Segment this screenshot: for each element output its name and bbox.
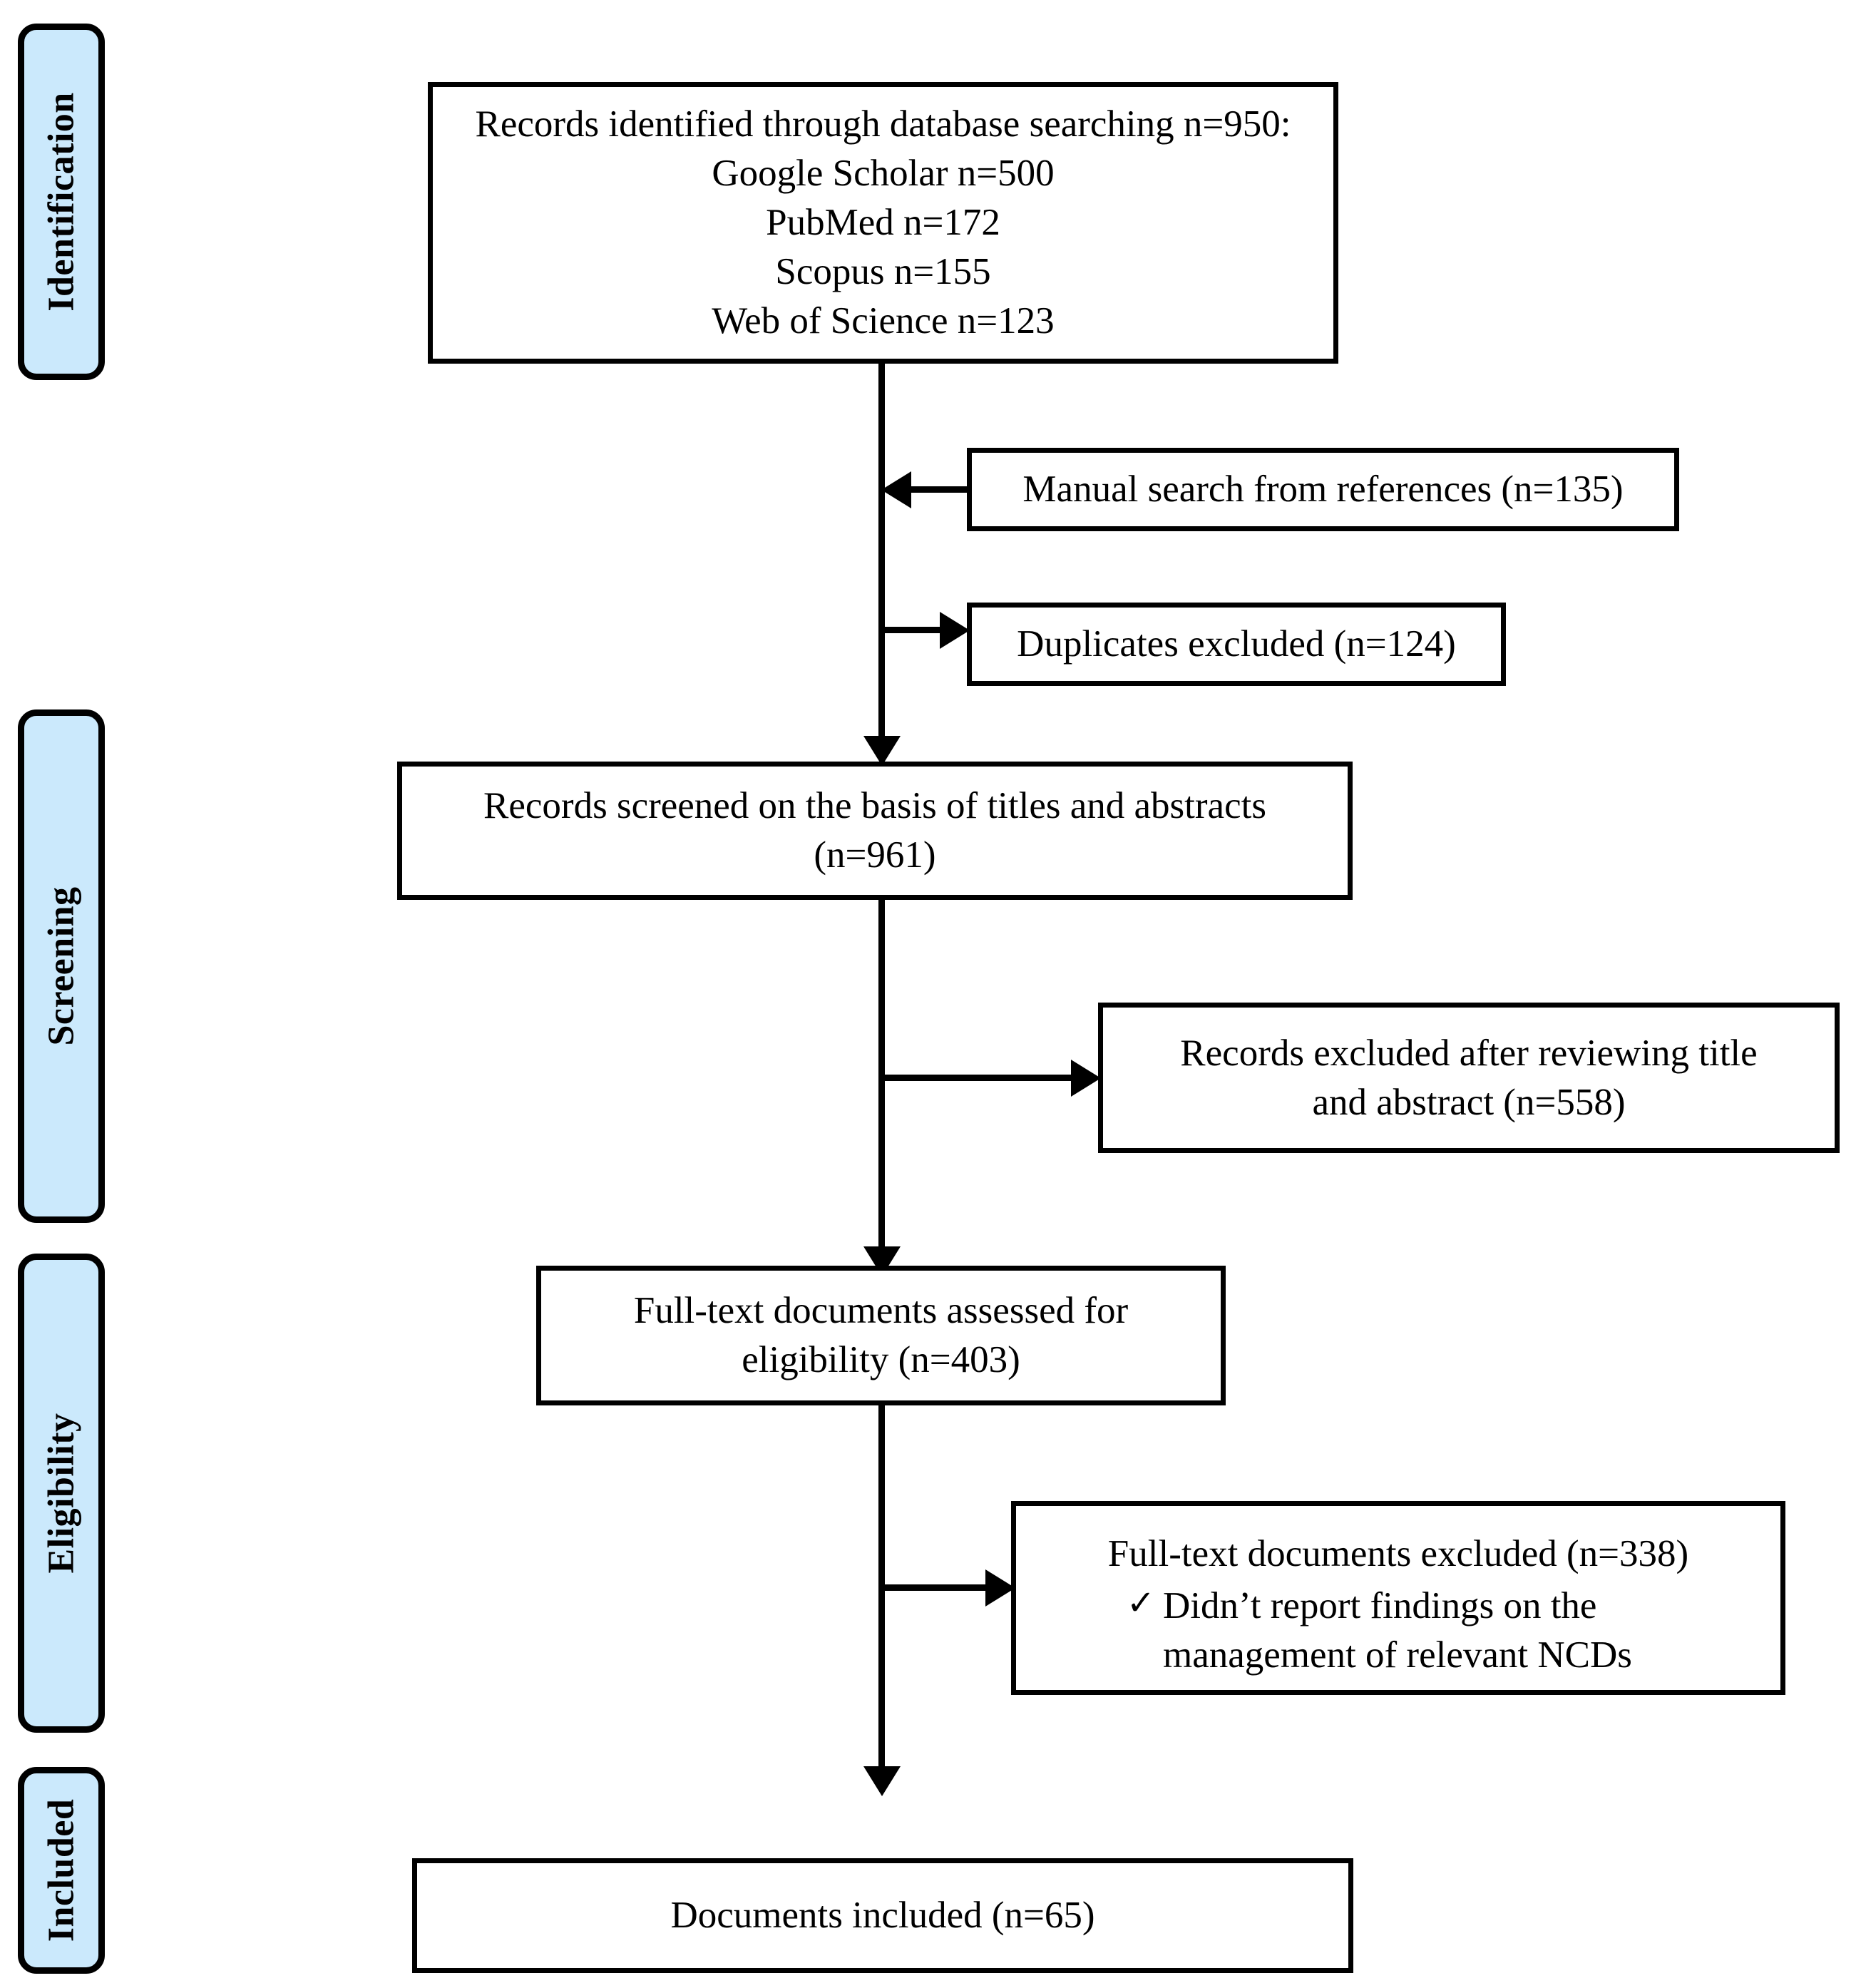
documents-included-text: Documents included (n=65)	[670, 1895, 1095, 1937]
manual-search-text: Manual search from references (n=135)	[1022, 468, 1624, 511]
connector-manual-search	[907, 486, 971, 493]
connector-fulltext-to-included	[878, 1405, 885, 1778]
arrow-down-to-documents-included	[863, 1766, 901, 1796]
stage-label-identification: Identification	[41, 92, 82, 312]
records-identified-box: Records identified through database sear…	[428, 82, 1338, 364]
duplicates-excluded-text: Duplicates excluded (n=124)	[1017, 623, 1456, 665]
fulltext-assessed-text: Full-text documents assessed for eligibi…	[633, 1290, 1129, 1380]
manual-search-box: Manual search from references (n=135)	[967, 448, 1679, 531]
stage-label-eligibility: Eligibility	[41, 1413, 82, 1574]
records-excluded-text: Records excluded after reviewing title a…	[1180, 1032, 1758, 1123]
arrow-right-to-records-excluded	[1071, 1060, 1101, 1097]
documents-included-box: Documents included (n=65)	[412, 1858, 1353, 1973]
fulltext-excluded-title: Full-text documents excluded (n=338)	[1107, 1533, 1689, 1574]
arrow-down-to-records-screened	[863, 736, 901, 766]
records-screened-text: Records screened on the basis of titles …	[483, 785, 1266, 876]
arrow-right-to-duplicates	[940, 612, 970, 649]
connector-duplicates-excluded	[881, 627, 943, 633]
stage-label-included: Included	[41, 1798, 82, 1942]
connector-records-excluded	[881, 1075, 1074, 1081]
connector-identified-to-screened	[878, 364, 885, 746]
fulltext-assessed-box: Full-text documents assessed for eligibi…	[536, 1266, 1226, 1405]
arrow-left-into-trunk	[881, 471, 911, 508]
arrow-right-to-fulltext-excluded	[985, 1569, 1015, 1607]
stage-band-screening: Screening	[18, 709, 105, 1223]
connector-fulltext-excluded	[881, 1584, 988, 1591]
records-identified-text: Records identified through database sear…	[475, 103, 1291, 342]
stage-band-eligibility: Eligibility	[18, 1254, 105, 1733]
stage-band-included: Included	[18, 1767, 105, 1974]
fulltext-excluded-box: Full-text documents excluded (n=338) ✓ D…	[1011, 1501, 1785, 1695]
stage-band-identification: Identification	[18, 24, 105, 380]
fulltext-excluded-reason-text: Didn’t report findings on the management…	[1163, 1584, 1632, 1676]
fulltext-excluded-reason-item: ✓ Didn’t report findings on the manageme…	[1035, 1582, 1762, 1680]
records-excluded-box: Records excluded after reviewing title a…	[1098, 1003, 1840, 1153]
records-screened-box: Records screened on the basis of titles …	[397, 762, 1353, 900]
check-icon: ✓	[1126, 1584, 1156, 1622]
duplicates-excluded-box: Duplicates excluded (n=124)	[967, 603, 1506, 686]
stage-label-screening: Screening	[41, 886, 82, 1046]
